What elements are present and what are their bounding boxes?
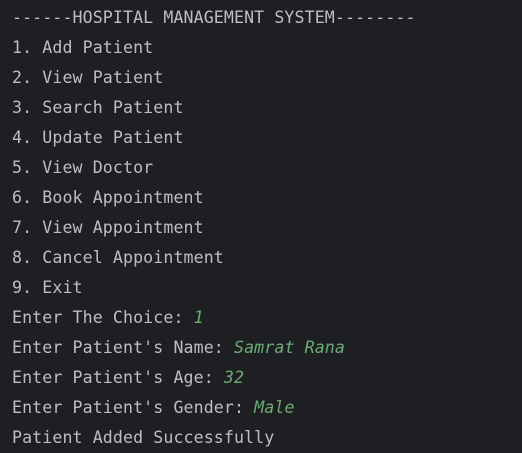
prompt-label-choice: Enter The Choice: [12,308,194,327]
menu-item-update-patient: 4. Update Patient [12,128,184,147]
user-input-gender: Male [254,398,295,417]
menu-item-exit: 9. Exit [12,278,83,297]
prompt-label-age: Enter Patient's Age: [12,368,224,387]
user-input-name: Samrat Rana [234,338,345,357]
prompt-line-name: Enter Patient's Name: Samrat Rana [12,333,522,363]
prompt-line-age: Enter Patient's Age: 32 [12,363,522,393]
user-input-age: 32 [223,368,245,387]
prompt-label-name: Enter Patient's Name: [12,338,234,357]
prompt-line-choice: Enter The Choice: 1 [12,303,522,333]
menu-item-add-patient: 1. Add Patient [12,38,154,57]
result-message: Patient Added Successfully [12,428,275,447]
prompt-label-gender: Enter Patient's Gender: [12,398,255,417]
menu-item-view-appointment: 7. View Appointment [12,218,204,237]
menu-item-search-patient: 3. Search Patient [12,98,184,117]
menu-item-view-patient: 2. View Patient [12,68,164,87]
menu-item-view-doctor: 5. View Doctor [12,158,154,177]
console-header: ------HOSPITAL MANAGEMENT SYSTEM-------- [12,8,416,27]
prompt-line-gender: Enter Patient's Gender: Male [12,393,522,423]
menu-item-cancel-appointment: 8. Cancel Appointment [12,248,224,267]
user-input-choice: 1 [193,308,204,327]
menu-item-book-appointment: 6. Book Appointment [12,188,204,207]
